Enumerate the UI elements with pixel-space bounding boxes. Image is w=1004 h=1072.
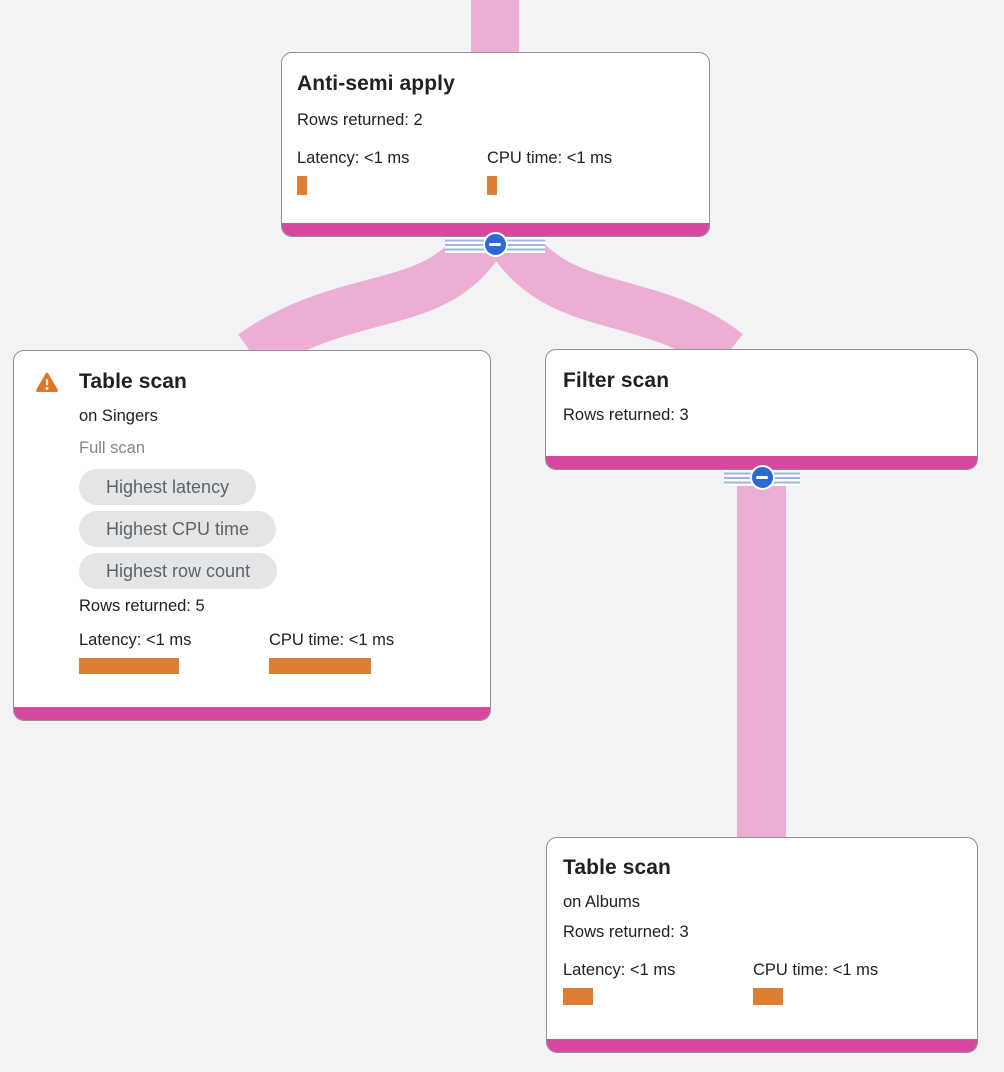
rows-returned: Rows returned: 3 [563, 923, 689, 941]
cpu-metric: CPU time: <1 ms [269, 629, 459, 674]
cpu-metric: CPU time: <1 ms [753, 959, 943, 1005]
cpu-label: CPU time: <1 ms [487, 149, 613, 167]
node-anti-semi-apply[interactable]: Anti-semi apply Rows returned: 2 Latency… [281, 52, 710, 237]
edge-parent-to-anti-semi-apply [471, 0, 519, 54]
node-filter-scan[interactable]: Filter scan Rows returned: 3 [545, 349, 978, 470]
rows-returned: Rows returned: 3 [563, 406, 689, 424]
scan-target: on Singers [79, 407, 158, 425]
latency-bar [563, 988, 593, 1005]
cpu-metric: CPU time: <1 ms [487, 147, 677, 195]
cpu-label: CPU time: <1 ms [269, 631, 395, 649]
latency-label: Latency: <1 ms [563, 961, 676, 979]
node-title: Table scan [79, 370, 187, 393]
node-header: Table scan [35, 369, 470, 395]
node-table-scan-singers[interactable]: Table scan on Singers Full scan Highest … [13, 350, 491, 721]
latency-bar [297, 176, 307, 195]
edge-filter-scan-to-table-scan-albums [737, 466, 786, 840]
node-accent-bar [546, 456, 977, 469]
node-title: Filter scan [563, 369, 670, 392]
node-accent-bar [547, 1039, 977, 1052]
metrics-row: Latency: <1 ms CPU time: <1 ms [79, 629, 470, 674]
metrics-row: Latency: <1 ms CPU time: <1 ms [563, 959, 961, 1005]
badge-highest-row-count: Highest row count [79, 553, 278, 589]
node-accent-bar [282, 223, 709, 236]
minus-icon [749, 465, 775, 490]
cpu-label: CPU time: <1 ms [753, 961, 879, 979]
scan-type: Full scan [79, 439, 146, 457]
cpu-bar [269, 658, 371, 674]
badge-highest-latency: Highest latency [79, 469, 257, 505]
latency-metric: Latency: <1 ms [563, 959, 753, 1005]
latency-label: Latency: <1 ms [297, 149, 410, 167]
latency-metric: Latency: <1 ms [79, 629, 269, 674]
edge-anti-semi-to-filter-scan [487, 222, 743, 373]
edge-anti-semi-to-table-scan-singers [238, 223, 505, 374]
metrics-row: Latency: <1 ms CPU time: <1 ms [297, 147, 694, 195]
node-accent-bar [14, 707, 490, 720]
scan-target: on Albums [563, 893, 641, 911]
node-title: Table scan [563, 856, 671, 879]
node-table-scan-albums[interactable]: Table scan on Albums Rows returned: 3 La… [546, 837, 978, 1053]
latency-bar [79, 658, 179, 674]
badge-highest-cpu-time: Highest CPU time [79, 511, 277, 547]
badge-list: Highest latency Highest CPU time Highest… [79, 469, 470, 589]
rows-returned: Rows returned: 5 [79, 597, 205, 615]
warning-icon [35, 372, 59, 393]
node-body: on Singers Full scan Highest latency Hig… [79, 405, 470, 674]
rows-returned: Rows returned: 2 [297, 111, 423, 129]
cpu-bar [487, 176, 497, 195]
node-title: Anti-semi apply [297, 72, 455, 95]
cpu-bar [753, 988, 783, 1005]
collapse-button-anti-semi-apply[interactable] [445, 231, 545, 258]
collapse-button-filter-scan[interactable] [724, 464, 800, 491]
minus-icon [482, 232, 508, 257]
latency-metric: Latency: <1 ms [297, 147, 487, 195]
latency-label: Latency: <1 ms [79, 631, 192, 649]
